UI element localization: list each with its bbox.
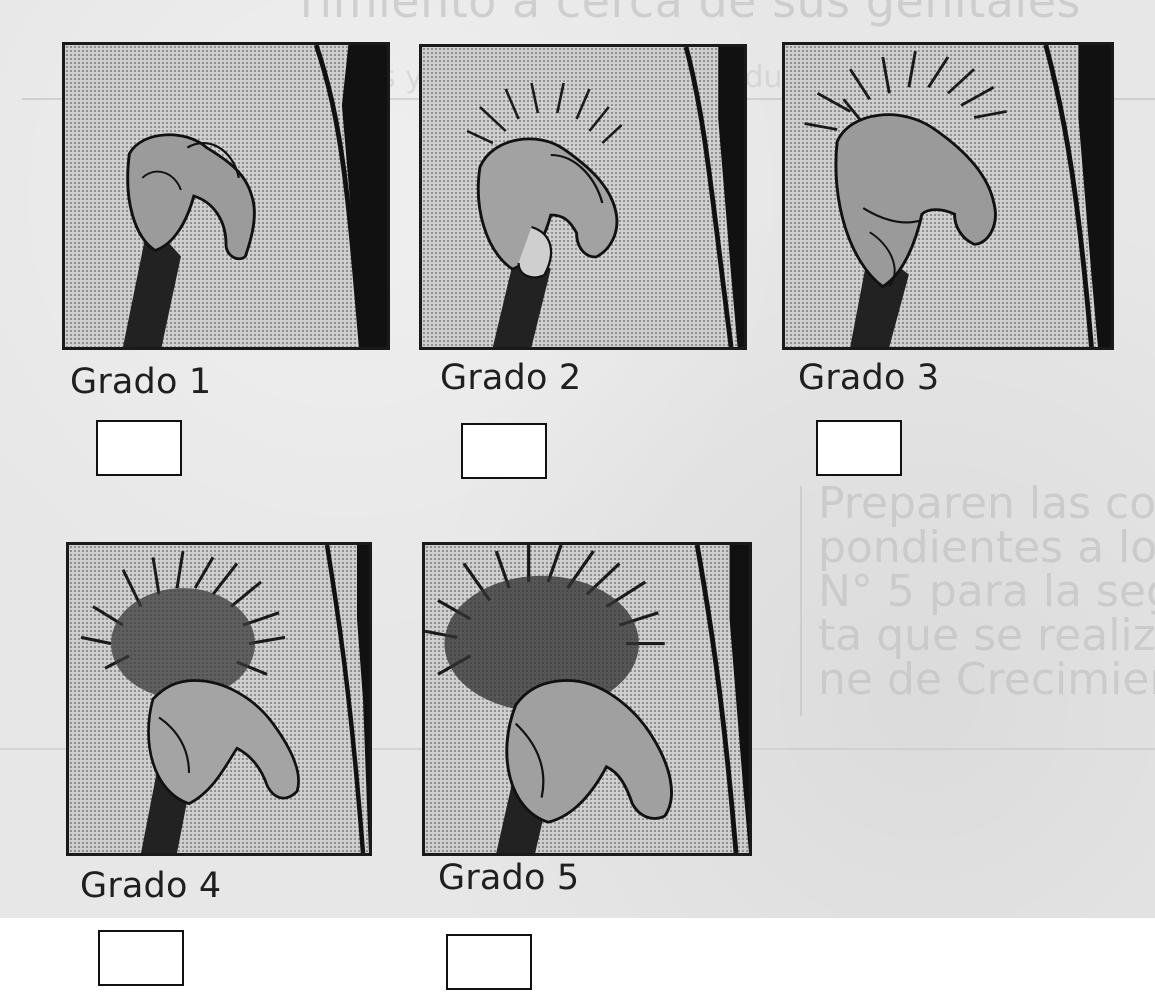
stage-2-checkbox[interactable] [461, 423, 547, 479]
stage-1-illustration [62, 42, 390, 350]
faded-paragraph-text: Preparen las cos pondientes a lo N° 5 pa… [818, 482, 1155, 702]
stage-4-checkbox[interactable] [98, 930, 184, 986]
stage-3-checkbox[interactable] [816, 420, 902, 476]
stage-2-illustration [419, 44, 747, 350]
stage-4-illustration [66, 542, 372, 856]
stage-2-label: Grado 2 [440, 358, 581, 398]
stage-5-label: Grado 5 [438, 858, 579, 898]
faded-vertical-line [800, 486, 802, 716]
faded-header-text: rimiento a cerca de sus genitales [300, 0, 1155, 28]
stage-5-illustration [422, 542, 752, 856]
stage-5-checkbox[interactable] [446, 934, 532, 990]
stage-3-label: Grado 3 [798, 358, 939, 398]
stage-3-illustration [782, 42, 1114, 350]
stage-1-checkbox[interactable] [96, 420, 182, 476]
stage-4-label: Grado 4 [80, 866, 221, 906]
stage-1-label: Grado 1 [70, 362, 211, 402]
